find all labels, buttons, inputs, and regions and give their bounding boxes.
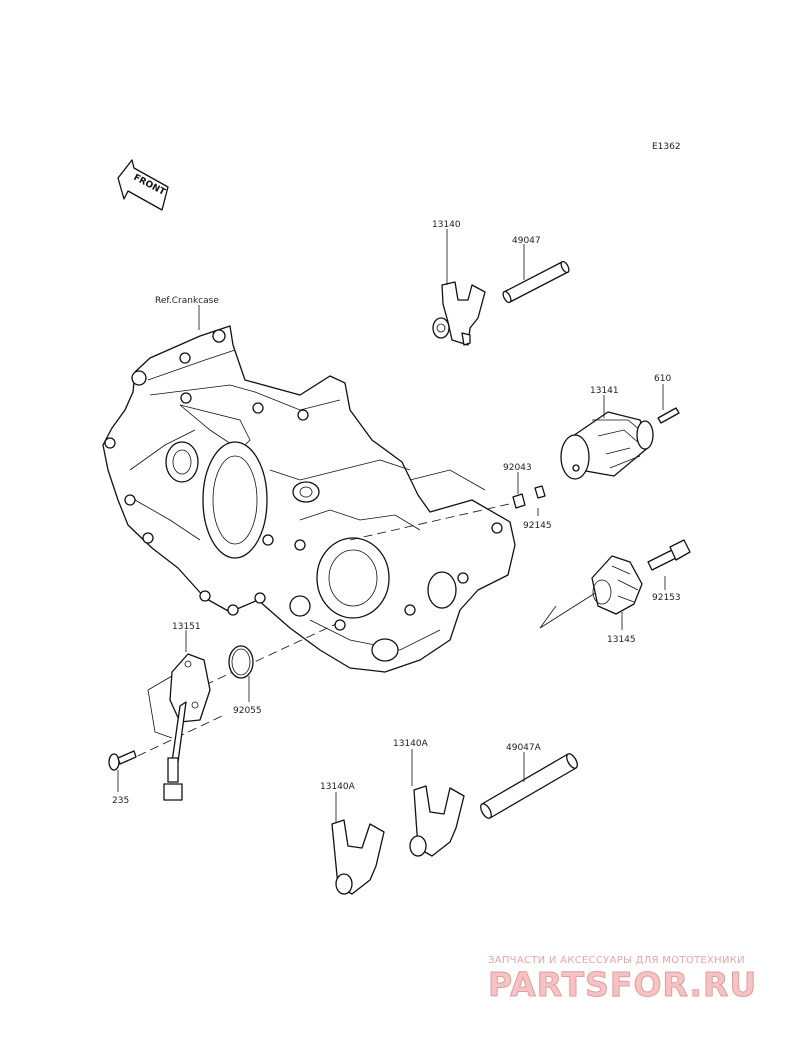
front-arrow-icon: FRONT (117, 159, 169, 211)
part-label: 92055 (233, 706, 262, 716)
shift-rod-49047a (480, 753, 578, 819)
screw-235 (108, 750, 137, 771)
part-label: 13151 (172, 622, 201, 632)
bolt-92153 (647, 539, 691, 571)
gear-position-sensor-13151 (147, 653, 211, 801)
crankcase (102, 325, 516, 673)
shift-fork-13140a-center (409, 785, 465, 857)
part-label: 13140A (320, 782, 356, 792)
part-label: 92043 (503, 463, 532, 473)
part-label: 13140 (432, 220, 461, 230)
shift-drum-13141 (560, 411, 654, 480)
pin-610 (657, 407, 680, 424)
o-ring-92055 (228, 645, 254, 679)
crankcase-ref-label: Ref.Crankcase (155, 296, 219, 306)
watermark-subtitle: ЗАПЧАСТИ И АКСЕССУАРЫ ДЛЯ МОТОТЕХНИКИ (488, 955, 745, 966)
watermark: ЗАПЧАСТИ И АКСЕССУАРЫ ДЛЯ МОТОТЕХНИКИ PA… (488, 955, 757, 1005)
part-label: 49047A (506, 743, 542, 753)
part-label: 92153 (652, 593, 681, 603)
part-label: 49047 (512, 236, 541, 246)
shift-fork-13140 (432, 281, 486, 346)
part-label: 92145 (523, 521, 552, 531)
watermark-brand: PARTSFOR.RU (488, 965, 757, 1004)
part-label: 13140A (393, 739, 429, 749)
part-label: 13145 (607, 635, 636, 645)
pin-92043 (512, 493, 526, 509)
shift-fork-13140a-left (331, 819, 385, 895)
part-label: 235 (112, 796, 129, 806)
cam-13145 (591, 555, 643, 615)
spring-92145 (534, 485, 546, 499)
part-label: 610 (654, 374, 671, 384)
shift-rod-49047 (502, 260, 570, 304)
part-label: 13141 (590, 386, 619, 396)
diagram-code: E1362 (652, 142, 681, 152)
